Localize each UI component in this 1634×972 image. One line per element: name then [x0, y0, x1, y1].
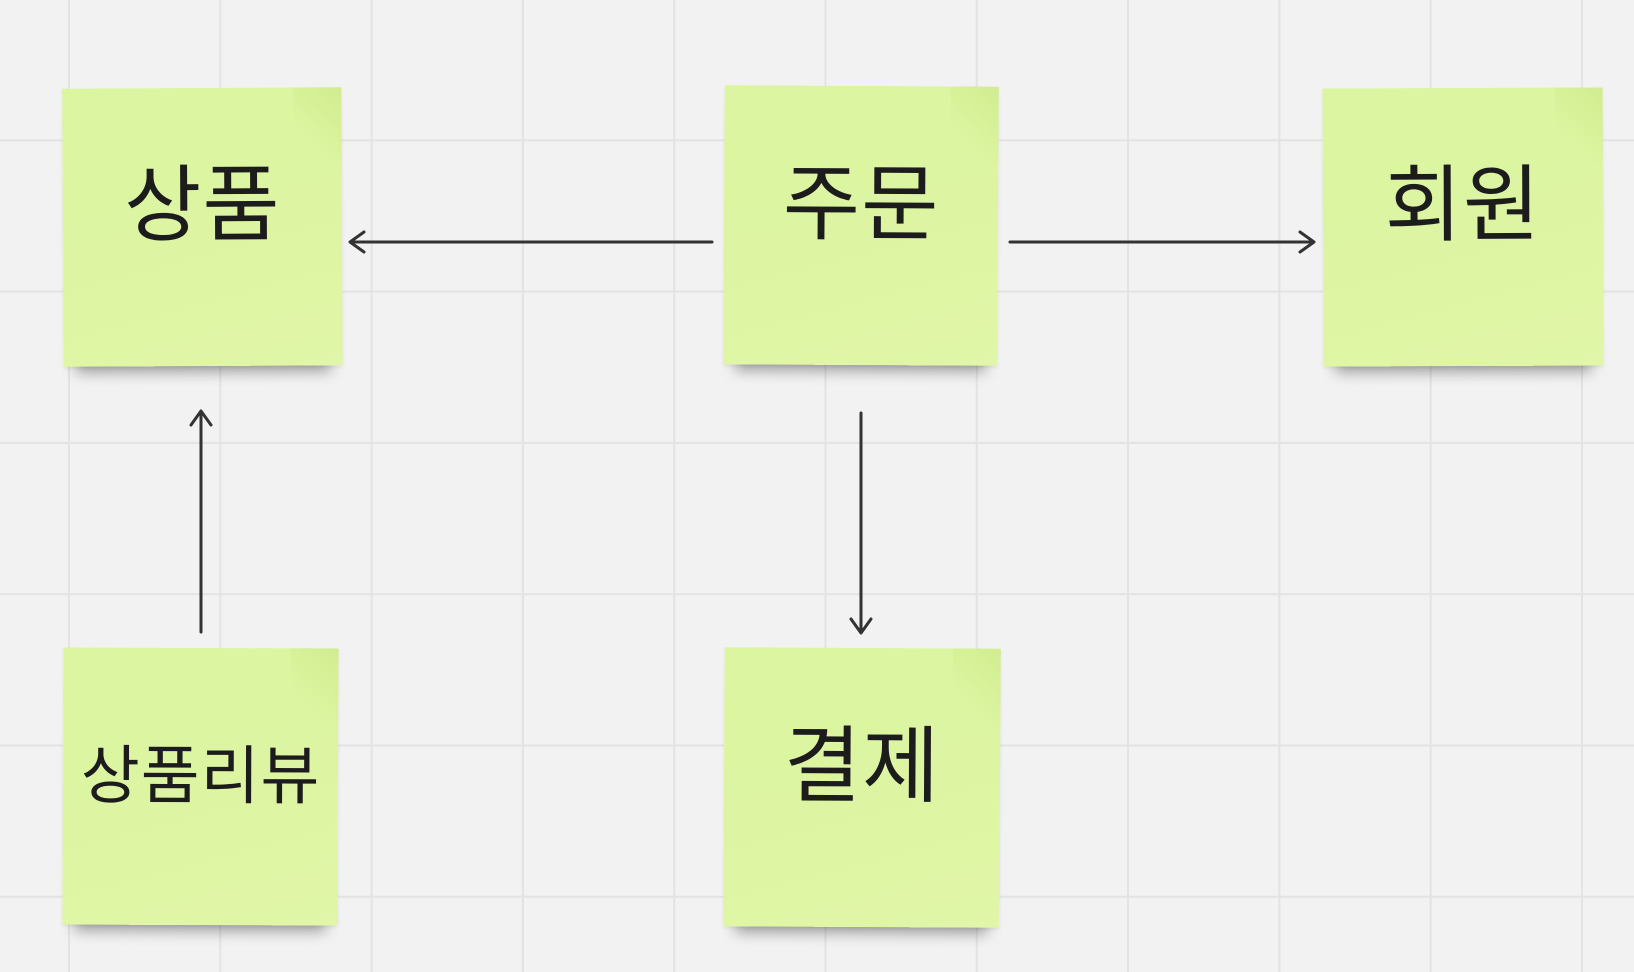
sticky-note-label: 상품	[123, 155, 281, 255]
sticky-note-label: 상품리뷰	[80, 739, 321, 814]
sticky-note-label: 결제	[783, 716, 941, 815]
sticky-note-member[interactable]: 회원	[1322, 87, 1604, 367]
connector-order-to-payment[interactable]	[849, 411, 873, 635]
sticky-note-product[interactable]: 상품	[62, 87, 343, 367]
sticky-note-label: 주문	[782, 154, 940, 253]
connector-review-to-product[interactable]	[189, 409, 213, 634]
sticky-note-order[interactable]: 주문	[723, 85, 999, 366]
connector-order-to-member[interactable]	[1008, 230, 1316, 254]
connector-order-to-product[interactable]	[348, 230, 714, 254]
sticky-note-product-review[interactable]: 상품리뷰	[62, 647, 339, 926]
sticky-note-payment[interactable]: 결제	[723, 647, 1001, 928]
sticky-note-label: 회원	[1384, 155, 1542, 255]
